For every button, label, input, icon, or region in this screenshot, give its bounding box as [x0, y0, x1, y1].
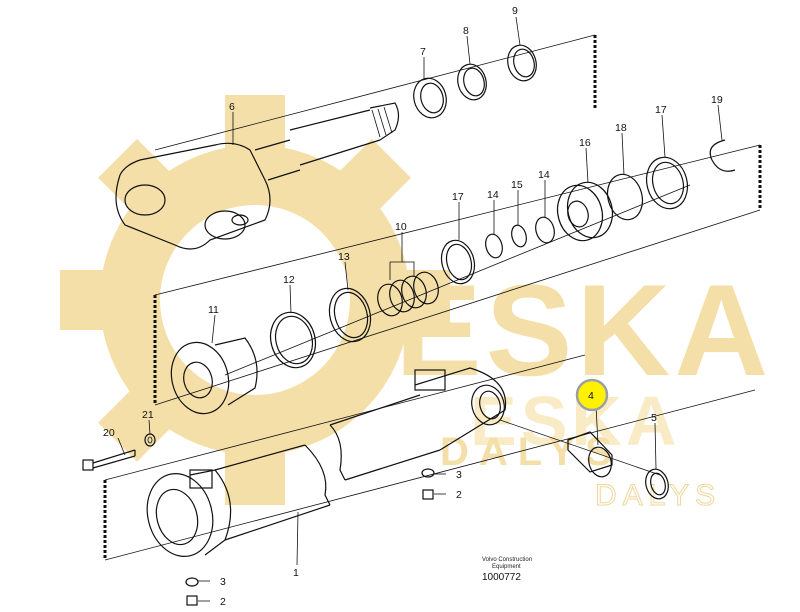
part-20-bolt	[82, 449, 136, 471]
watermark-tagline-echo: DALYS	[595, 479, 721, 512]
callouts: 6 7 8 9 19 17 18 16 14 15 14 17 10 13 12…	[103, 5, 723, 608]
part-16-piston	[556, 181, 614, 242]
callout-18[interactable]: 18	[615, 122, 627, 134]
part-14-ring-left	[485, 233, 503, 259]
axis-middle	[224, 184, 691, 376]
axis-bottom	[499, 419, 661, 476]
part-12-ring	[269, 311, 317, 369]
part-18-seal	[606, 173, 644, 221]
part-2-screw-upper	[422, 489, 434, 500]
leader-lines	[117, 16, 723, 602]
callout-20[interactable]: 20	[103, 427, 115, 439]
drawing-number: 1000772	[482, 572, 521, 583]
caption-line-2: Equipment	[492, 564, 521, 570]
callout-8[interactable]: 8	[463, 25, 469, 37]
callout-13[interactable]: 13	[338, 251, 350, 263]
callout-16[interactable]: 16	[579, 137, 591, 149]
part-8-ring	[457, 63, 487, 101]
callout-4[interactable]: 4	[588, 390, 594, 402]
selected-part-highlight	[575, 378, 609, 412]
callout-15[interactable]: 15	[511, 179, 523, 191]
part-13-ring	[328, 287, 372, 343]
callout-7[interactable]: 7	[420, 46, 426, 58]
part-10-packing-set	[377, 271, 439, 317]
callout-2-upper[interactable]: 2	[456, 489, 462, 501]
section-boundaries	[103, 34, 762, 561]
part-9-ring	[507, 44, 537, 82]
callout-17-right[interactable]: 17	[655, 104, 667, 116]
part-17-seal-middle	[440, 239, 476, 285]
callout-9[interactable]: 9	[512, 5, 518, 17]
callout-3-upper[interactable]: 3	[456, 469, 462, 481]
callout-21[interactable]: 21	[142, 409, 154, 421]
watermark: ESKA ESKA DALYS DALYS	[60, 95, 772, 513]
watermark-brand: ESKA	[395, 257, 772, 403]
part-3-washer-upper	[421, 468, 435, 478]
callout-10[interactable]: 10	[395, 221, 407, 233]
part-11-cylinder-head	[170, 337, 258, 415]
callout-5[interactable]: 5	[651, 412, 657, 424]
part-17-seal	[645, 156, 689, 210]
callout-1[interactable]: 1	[293, 567, 299, 579]
part-7-ring	[413, 77, 447, 119]
callout-14-left[interactable]: 14	[487, 189, 499, 201]
part-5-seal	[645, 468, 669, 500]
part-6-piston-rod	[115, 102, 400, 250]
callout-19[interactable]: 19	[711, 94, 723, 106]
callout-11[interactable]: 11	[208, 304, 219, 316]
callout-14-right[interactable]: 14	[538, 169, 550, 181]
watermark-tagline: DALYS	[440, 430, 622, 474]
callout-12[interactable]: 12	[283, 274, 295, 286]
part-1-cylinder-tube-end	[329, 367, 507, 481]
part-4-bushing	[567, 431, 613, 478]
callout-2-lower[interactable]: 2	[220, 596, 226, 608]
caption-line-1: Volvo Construction	[482, 557, 532, 563]
drawing-caption: Volvo Construction Equipment 1000772	[482, 557, 532, 583]
part-2-screw-lower	[186, 595, 198, 606]
callout-17-middle[interactable]: 17	[452, 191, 464, 203]
part-15-ring	[511, 224, 527, 248]
part-19-clip	[709, 139, 736, 172]
callout-3-lower[interactable]: 3	[220, 576, 226, 588]
part-3-washer-lower	[185, 577, 199, 587]
part-1-cylinder-tube	[146, 444, 331, 558]
watermark-gear-icon	[60, 95, 450, 505]
callout-6[interactable]: 6	[229, 101, 235, 113]
